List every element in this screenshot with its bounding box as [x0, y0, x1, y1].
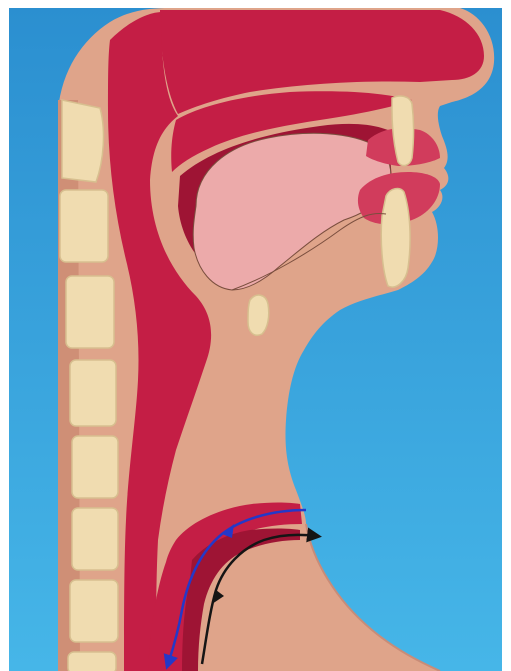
hyoid-bone	[248, 295, 269, 335]
vertebra	[68, 652, 116, 671]
vertebra	[70, 360, 116, 426]
vertebra	[62, 100, 103, 182]
vertebra	[72, 436, 118, 498]
vertebra	[66, 276, 114, 348]
lower-incisor	[381, 189, 410, 288]
vertebra	[60, 190, 108, 262]
vertebra	[72, 508, 118, 570]
vertebra	[70, 580, 118, 642]
